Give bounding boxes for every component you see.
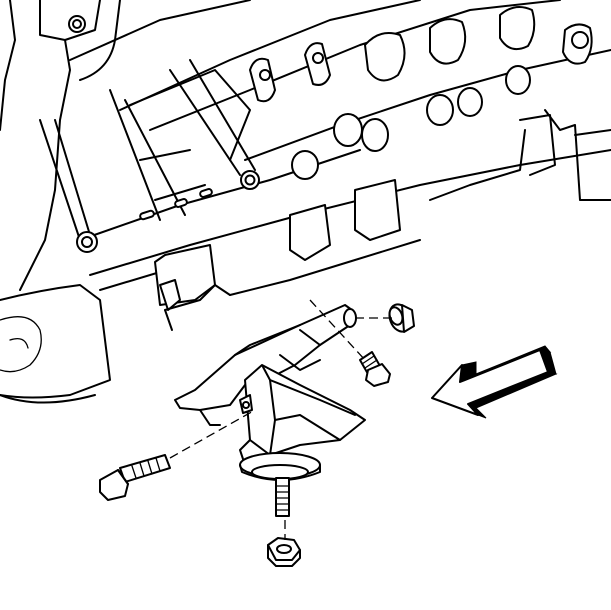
lower-nut: [267, 537, 301, 567]
mount-through-bolt: [99, 454, 171, 501]
alignment-lines: [169, 299, 395, 540]
engine-mount-insulator: [239, 364, 366, 481]
engine-mount-bracket: [174, 304, 357, 426]
engine-block: [0, 0, 611, 404]
front-direction-arrow: [431, 345, 558, 419]
mount-stud: [275, 477, 290, 517]
mount-bolt-small: [359, 351, 391, 387]
